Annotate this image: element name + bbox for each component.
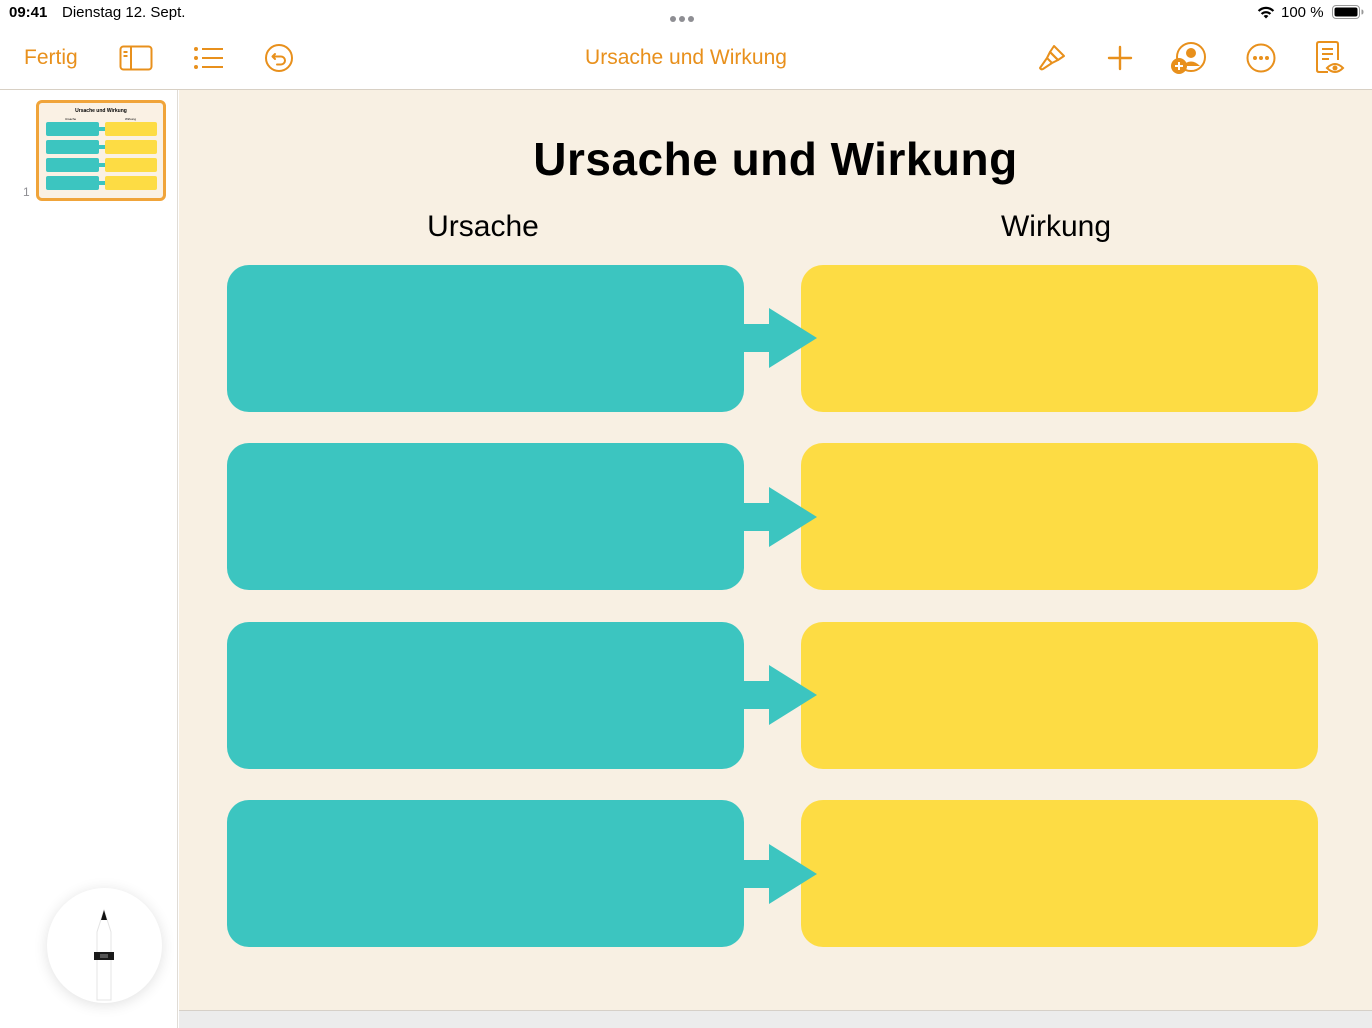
status-bar: 09:41 Dienstag 12. Sept. 100 % [0,0,1372,26]
reader-view-icon [1316,41,1345,73]
arrow-right-icon [743,487,817,547]
effect-box[interactable] [801,443,1318,590]
thumbnail-cause-label: Ursache [65,117,77,121]
cause-box[interactable] [227,443,744,590]
arrow-right-icon [743,665,817,725]
cause-box[interactable] [227,265,744,412]
insert-button[interactable] [1106,43,1134,73]
done-button[interactable]: Fertig [24,46,78,69]
list-icon [194,47,223,69]
arrow-right-icon [743,308,817,368]
thumbnail-effect-box [105,176,157,190]
thumbnail-effect-box [105,122,157,136]
cause-box[interactable] [227,800,744,947]
battery-icon [1332,5,1364,19]
thumbnail-effect-box [105,140,157,154]
format-button[interactable] [1036,42,1068,74]
effect-heading[interactable]: Wirkung [1000,210,1112,243]
multitasking-dots-icon[interactable] [670,9,702,22]
more-button[interactable] [1245,42,1277,74]
document-title[interactable]: Ursache und Wirkung [585,46,787,69]
thumbnail-title: Ursache und Wirkung [75,108,127,114]
thumbnail-cause-box [46,176,99,190]
undo-button[interactable] [264,43,294,73]
thumbnail-cause-box [46,158,99,172]
outline-list-button[interactable] [193,45,225,71]
reader-view-button[interactable] [1314,40,1346,76]
thumbnail-cause-box [46,122,99,136]
slide-navigator: 1 Ursache und Wirkung Ursache Wirkung [0,90,178,1028]
cause-heading[interactable]: Ursache [427,210,539,243]
slide-number: 1 [23,185,30,199]
thumbnail-cause-box [46,140,99,154]
pencil-tool-button[interactable] [47,888,162,1003]
status-date: Dienstag 12. Sept. [62,4,186,21]
effect-box[interactable] [801,265,1318,412]
cause-box[interactable] [227,622,744,769]
pencil-icon [94,908,114,1001]
status-time: 09:41 [9,4,48,21]
wifi-icon [1257,6,1275,19]
thumbnail-arrow [99,145,105,149]
toolbar: Fertig Ursache und Wirkung [0,26,1372,90]
effect-box[interactable] [801,800,1318,947]
more-icon [1246,43,1276,73]
collaborate-icon [1171,42,1206,74]
sidebar-icon [119,45,153,71]
plus-icon [1107,45,1133,71]
paintbrush-icon [1039,45,1065,71]
slide-thumbnail[interactable]: Ursache und Wirkung Ursache Wirkung [36,100,166,201]
thumbnail-arrow [99,127,105,131]
slide-canvas[interactable]: Ursache und Wirkung Ursache Wirkung [179,90,1372,1010]
thumbnail-arrow [99,163,105,167]
battery-percent: 100 % [1281,4,1324,21]
thumbnail-effect-box [105,158,157,172]
collaborate-button[interactable] [1170,41,1208,75]
effect-box[interactable] [801,622,1318,769]
canvas-bottom-edge [179,1010,1372,1028]
thumbnail-arrow [99,181,105,185]
undo-icon [265,44,293,72]
document-title-wrap: Ursache und Wirkung [0,46,1372,70]
slide-title[interactable]: Ursache und Wirkung [533,133,1018,185]
arrow-right-icon [743,844,817,904]
sidebar-toggle-button[interactable] [119,44,153,72]
thumbnail-effect-label: Wirkung [125,117,137,121]
